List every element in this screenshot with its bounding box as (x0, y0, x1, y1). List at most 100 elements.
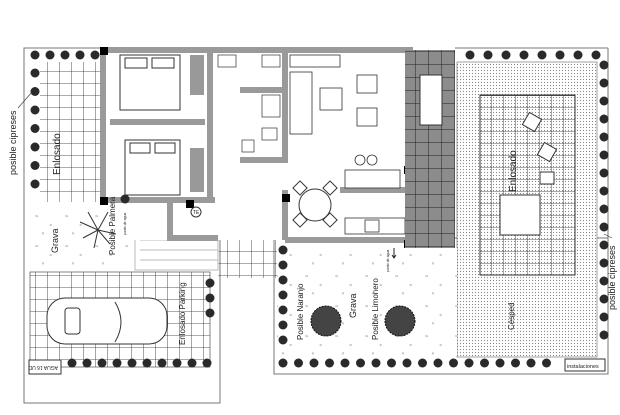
cypress-tree (294, 358, 303, 368)
water-point-1-label: punto de agua (123, 213, 127, 235)
lemon-tree-icon (384, 305, 416, 337)
arrow-down-icon (391, 248, 397, 259)
cypress-tree (449, 358, 458, 368)
cypress-tree (433, 358, 443, 368)
cypress-tree (278, 335, 288, 345)
cypress-tree (599, 330, 609, 340)
cypress-tree (402, 358, 412, 368)
house: TE (100, 47, 413, 248)
orange-label: Posible Naranjo (296, 283, 305, 340)
cypress-tree (30, 179, 40, 189)
cypress-tree (30, 68, 40, 78)
cypress-trees (30, 50, 609, 368)
paving-left (40, 62, 100, 202)
cypress-left-leader (17, 91, 33, 109)
dining-table (292, 180, 338, 228)
cypress-tree (278, 320, 288, 330)
cypress-tree (526, 358, 536, 368)
cypress-tree (278, 305, 288, 315)
cypress-tree (501, 50, 511, 60)
cypress-tree (142, 358, 152, 368)
cypress-tree (573, 50, 583, 60)
cypress-tree (599, 312, 609, 322)
cypress-tree (97, 358, 107, 368)
cypress-tree (30, 161, 40, 170)
cypress-tree (340, 358, 350, 368)
kitchen-counter (344, 217, 406, 235)
water-meter-box (28, 359, 62, 375)
cypress-tree (465, 50, 475, 60)
cypress-tree (495, 358, 505, 368)
cypress-tree (599, 240, 609, 250)
orange-tree-icon (310, 305, 342, 337)
cypress-tree (90, 50, 100, 60)
installations-box (564, 358, 606, 372)
cypress-tree (60, 50, 70, 60)
lawn-label: Césped (507, 302, 516, 330)
cypress-tree (599, 258, 609, 268)
cypress-tree (356, 358, 365, 368)
cypress-right-label: posible cipreses (607, 245, 617, 310)
cypress-tree (278, 260, 288, 270)
cypress-tree (599, 114, 609, 124)
cypress-tree (45, 50, 55, 60)
cypress-tree (202, 358, 212, 368)
cypress-tree (112, 358, 122, 368)
living-furniture (289, 54, 401, 189)
cypress-tree (82, 358, 92, 368)
cypress-tree (599, 60, 609, 70)
cypress-tree (511, 358, 520, 368)
cypress-tree (172, 358, 182, 368)
cypress-tree (464, 358, 474, 368)
cypress-tree (205, 308, 215, 318)
cypress-tree (309, 358, 319, 368)
bed-2 (124, 139, 181, 196)
paving-left-label: Enlosado (52, 133, 63, 175)
cypress-tree (519, 50, 529, 60)
gravel-bottom-label: Grava (348, 293, 358, 318)
gravel-left-label: Grava (50, 228, 60, 253)
cypress-tree (418, 358, 427, 368)
palm-icon (79, 211, 117, 249)
water-meter-label: AGUA 16 UD (28, 364, 58, 370)
cypress-tree (591, 50, 601, 60)
cypress-tree (278, 245, 288, 255)
paving-right-label: Enlosado (508, 150, 519, 192)
cypress-tree (555, 50, 565, 60)
cypress-tree (325, 358, 334, 368)
cypress-tree (542, 358, 551, 368)
cypress-tree (599, 168, 609, 178)
cypress-tree (30, 50, 40, 60)
cypress-tree (278, 290, 288, 300)
installations-label: instalaciones (567, 364, 599, 370)
cypress-left-label: posible cipreses (8, 110, 18, 175)
cypress-tree (599, 276, 609, 286)
cypress-tree (599, 132, 609, 142)
lemon-label: Posible Limonero (371, 278, 380, 340)
cypress-tree (599, 96, 609, 106)
closets (190, 55, 204, 192)
cypress-tree (30, 105, 40, 115)
cypress-tree (30, 124, 40, 133)
cypress-tree (599, 186, 609, 196)
cypress-tree (278, 358, 288, 368)
cypress-tree (371, 358, 381, 368)
outdoor-dining (419, 74, 443, 126)
cypress-tree (205, 278, 215, 288)
cypress-tree (599, 204, 609, 214)
cypress-tree (75, 50, 85, 60)
cypress-tree (537, 50, 547, 60)
cypress-tree (127, 358, 137, 368)
te-label: TE (193, 210, 200, 216)
cypress-tree (480, 358, 489, 368)
bed-1 (119, 54, 181, 111)
lounge-furniture (499, 111, 558, 236)
cypress-right-leader (603, 233, 613, 239)
cypress-tree (483, 50, 493, 60)
palm-label: Posible Palmera (108, 196, 117, 255)
bathroom-fixtures (217, 54, 281, 153)
cypress-tree (278, 275, 288, 285)
cypress-tree (599, 150, 609, 160)
te-symbol (190, 206, 202, 218)
